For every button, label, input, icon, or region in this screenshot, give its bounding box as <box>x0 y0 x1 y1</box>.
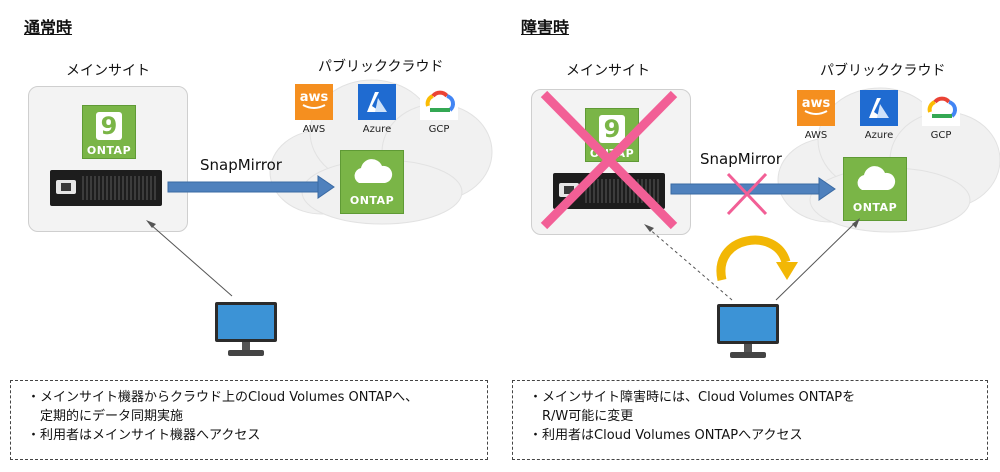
right-cloud-label: パブリッククラウド <box>820 63 946 79</box>
left-arrows <box>146 175 335 297</box>
left-storage-server-icon <box>50 170 162 206</box>
left-notes-box: ・メインサイト機器からクラウド上のCloud Volumes ONTAPへ、 定… <box>10 380 488 460</box>
right-aws-label: AWS <box>804 130 828 141</box>
right-aws-icon: aws <box>797 90 835 126</box>
left-azure-label: Azure <box>362 124 392 135</box>
right-site-failure-x-icon <box>540 90 678 230</box>
cloud-glyph-icon <box>857 166 896 190</box>
right-new-access-arrow <box>775 218 860 301</box>
right-gcp-label: GCP <box>930 130 952 141</box>
right-azure-icon <box>860 90 898 126</box>
right-switchover-curved-arrow-icon <box>716 235 798 281</box>
right-main-site-label: メインサイト <box>566 63 650 79</box>
left-azure-icon <box>358 84 396 120</box>
left-user-pc-icon <box>215 302 277 360</box>
ontap9-text: ONTAP <box>86 144 132 157</box>
cloud-ontap-text: ONTAP <box>852 201 898 214</box>
note-line: ・メインサイト障害時には、Cloud Volumes ONTAPを <box>529 390 856 405</box>
right-user-pc-icon <box>717 304 779 362</box>
aws-logo-text: aws <box>801 96 831 111</box>
left-user-access-arrow <box>146 220 233 297</box>
right-old-access-dashed-arrow <box>644 224 733 301</box>
cloud-glyph-icon <box>354 159 393 183</box>
right-arrows <box>540 90 860 301</box>
left-cloud-label: パブリッククラウド <box>318 59 444 75</box>
left-main-site-label: メインサイト <box>66 63 150 79</box>
left-heading: 通常時 <box>24 18 73 37</box>
left-gcp-label: GCP <box>428 124 450 135</box>
left-gcp-icon <box>420 84 458 120</box>
right-cloud-ontap-logo: ONTAP <box>843 157 907 221</box>
cloud-ontap-text: ONTAP <box>349 194 395 207</box>
note-line: ・メインサイト機器からクラウド上のCloud Volumes ONTAPへ、 <box>27 390 419 405</box>
right-notes-box: ・メインサイト障害時には、Cloud Volumes ONTAPを R/W可能に… <box>512 380 988 460</box>
note-line: ・利用者はCloud Volumes ONTAPへアクセス <box>529 428 803 443</box>
left-cloud-ontap-logo: ONTAP <box>340 150 404 214</box>
ontap9-number: 9 <box>96 112 122 140</box>
left-snapmirror-arrow <box>167 175 335 199</box>
note-line: ・利用者はメインサイト機器へアクセス <box>27 428 261 443</box>
left-aws-label: AWS <box>302 124 326 135</box>
left-snapmirror-label: SnapMirror <box>200 156 282 174</box>
ontap9-number: 9 <box>599 115 625 143</box>
note-line: R/W可能に変更 <box>529 409 634 424</box>
left-aws-icon: aws <box>295 84 333 120</box>
right-gcp-icon <box>922 90 960 126</box>
note-line: 定期的にデータ同期実施 <box>27 409 184 424</box>
left-ontap9-logo: 9 ONTAP <box>82 105 136 159</box>
right-replication-broken-x-icon <box>726 172 768 216</box>
right-azure-label: Azure <box>864 130 894 141</box>
aws-logo-text: aws <box>299 90 329 105</box>
right-heading: 障害時 <box>521 18 570 37</box>
right-snapmirror-label: SnapMirror <box>700 150 782 168</box>
